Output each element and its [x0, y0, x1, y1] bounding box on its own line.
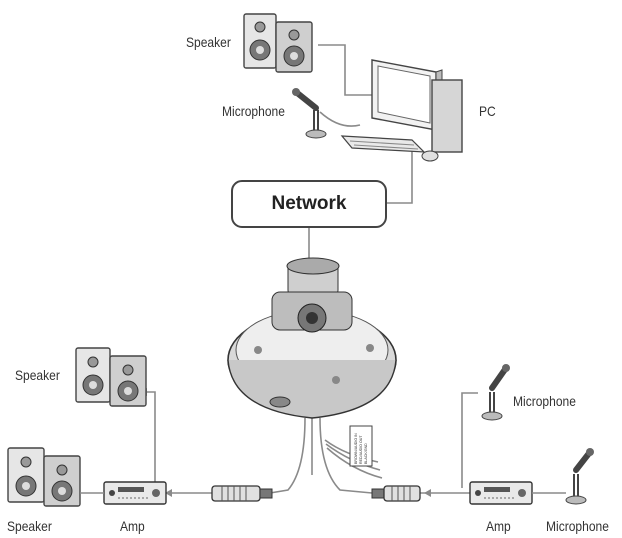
speaker-bottom-icon	[7, 447, 81, 507]
amp-left-icon	[80, 481, 167, 505]
microphone-right-icon	[481, 364, 510, 421]
cable-tag-line-2: RED/AUDIO OUT	[359, 435, 363, 464]
label-speaker-bottom: Speaker	[7, 518, 52, 534]
label-microphone-right: Microphone	[513, 393, 576, 409]
label-speaker-left: Speaker	[15, 367, 60, 383]
pc-icon	[340, 59, 463, 162]
cable-tag-line-3: BLACK/GND	[364, 443, 368, 464]
dome-camera-icon	[227, 257, 397, 419]
audio-connector-left	[211, 485, 273, 502]
speaker-top-icon	[243, 13, 313, 73]
network-box	[231, 180, 387, 228]
cable-tag: BROWN/AUDIO IN RED/AUDIO OUT BLACK/GND	[349, 425, 373, 467]
network-label: Network	[271, 193, 347, 214]
label-microphone-bottom: Microphone	[546, 518, 609, 534]
cable-tag-line-1: BROWN/AUDIO IN	[354, 433, 358, 464]
amp-right-icon	[469, 481, 566, 505]
microphone-bottom-icon	[565, 448, 594, 505]
audio-connector-right	[371, 485, 421, 502]
label-amp-right: Amp	[486, 518, 511, 534]
label-speaker-top: Speaker	[186, 34, 231, 50]
connection-lines	[144, 44, 478, 494]
microphone-top-icon	[292, 88, 327, 139]
label-pc: PC	[479, 103, 496, 119]
label-amp-left: Amp	[120, 518, 145, 534]
label-microphone-top: Microphone	[222, 103, 285, 119]
speaker-left-icon	[75, 347, 147, 407]
